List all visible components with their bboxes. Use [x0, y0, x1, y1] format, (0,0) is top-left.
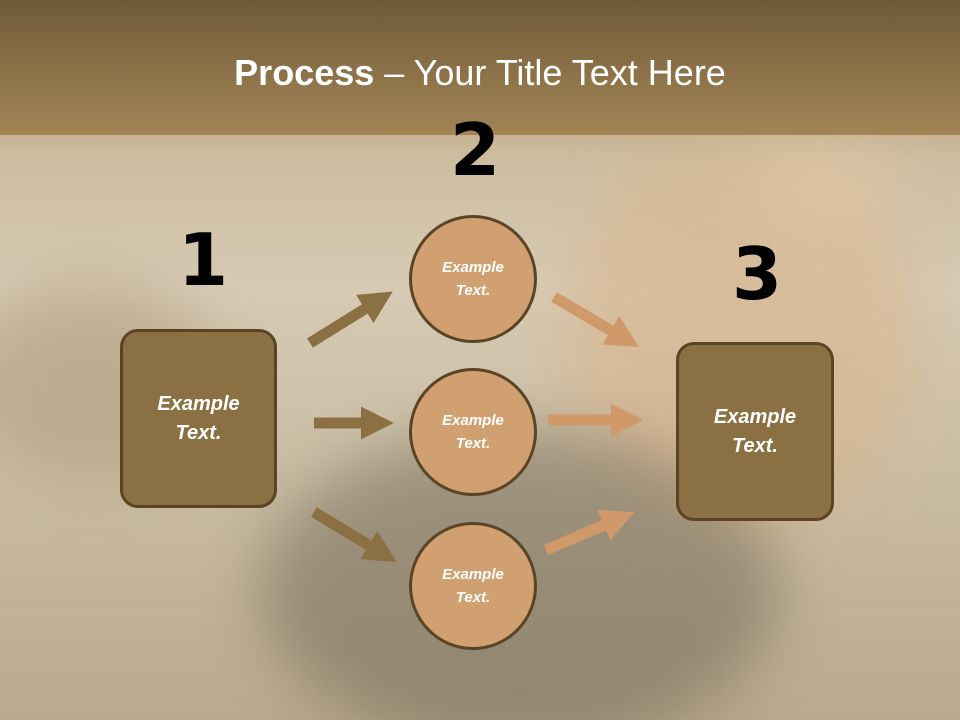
circle-middle-line1: Example: [442, 412, 504, 429]
slide-title: Process – Your Title Text Here: [0, 52, 960, 94]
circle-bottom-text: Example Text.: [442, 563, 504, 609]
step-number-3: 3: [732, 232, 783, 316]
arrow-top-to-right: [551, 292, 640, 348]
circle-bottom-line1: Example: [442, 566, 504, 583]
circle-top-line2: Text.: [455, 282, 491, 299]
left-box: Example Text.: [120, 329, 277, 508]
left-box-line2: Text.: [175, 421, 222, 444]
right-box-line2: Text.: [732, 434, 778, 457]
left-box-line1: Example: [157, 392, 240, 415]
right-box-line1: Example: [713, 405, 797, 428]
circle-top-line1: Example: [442, 259, 504, 276]
circle-top-text: Example Text.: [442, 256, 504, 302]
circle-bottom: Example Text.: [409, 522, 537, 650]
circle-middle: Example Text.: [409, 368, 537, 496]
title-bar: [0, 0, 960, 135]
step-number-1: 1: [178, 218, 229, 302]
step-number-2: 2: [450, 108, 501, 192]
arrow-left-to-top: [307, 291, 393, 348]
right-box: Example Text.: [676, 342, 834, 521]
left-box-text: Example Text.: [157, 390, 239, 448]
title-rest: – Your Title Text Here: [374, 52, 726, 93]
photo-blur-face: [740, 140, 900, 240]
arrow-left-to-bottom: [311, 507, 397, 563]
circle-bottom-line2: Text.: [455, 589, 491, 606]
right-box-text: Example Text.: [714, 403, 796, 461]
circle-middle-line2: Text.: [455, 435, 491, 452]
circle-top: Example Text.: [409, 215, 537, 343]
title-bold: Process: [234, 52, 375, 93]
circle-middle-text: Example Text.: [442, 409, 504, 455]
arrow-bottom-to-right: [543, 510, 635, 556]
